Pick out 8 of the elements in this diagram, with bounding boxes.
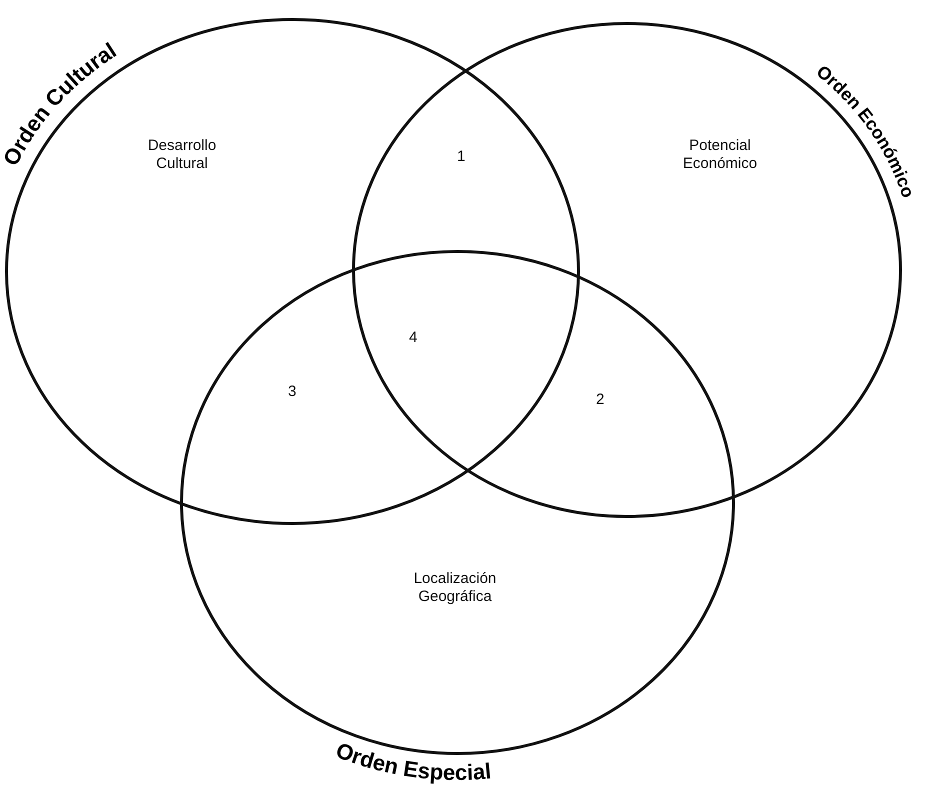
circle-heading: Orden Especial (332, 737, 492, 786)
region-number: 2 (596, 391, 604, 408)
region-number: 1 (457, 148, 466, 165)
region-number: 3 (288, 383, 296, 400)
region-label: Potencial Económico (682, 137, 758, 173)
region-label: Desarrollo Cultural (146, 137, 218, 173)
region-number: 4 (409, 329, 418, 346)
region-label: Localización Geográfica (412, 570, 498, 606)
